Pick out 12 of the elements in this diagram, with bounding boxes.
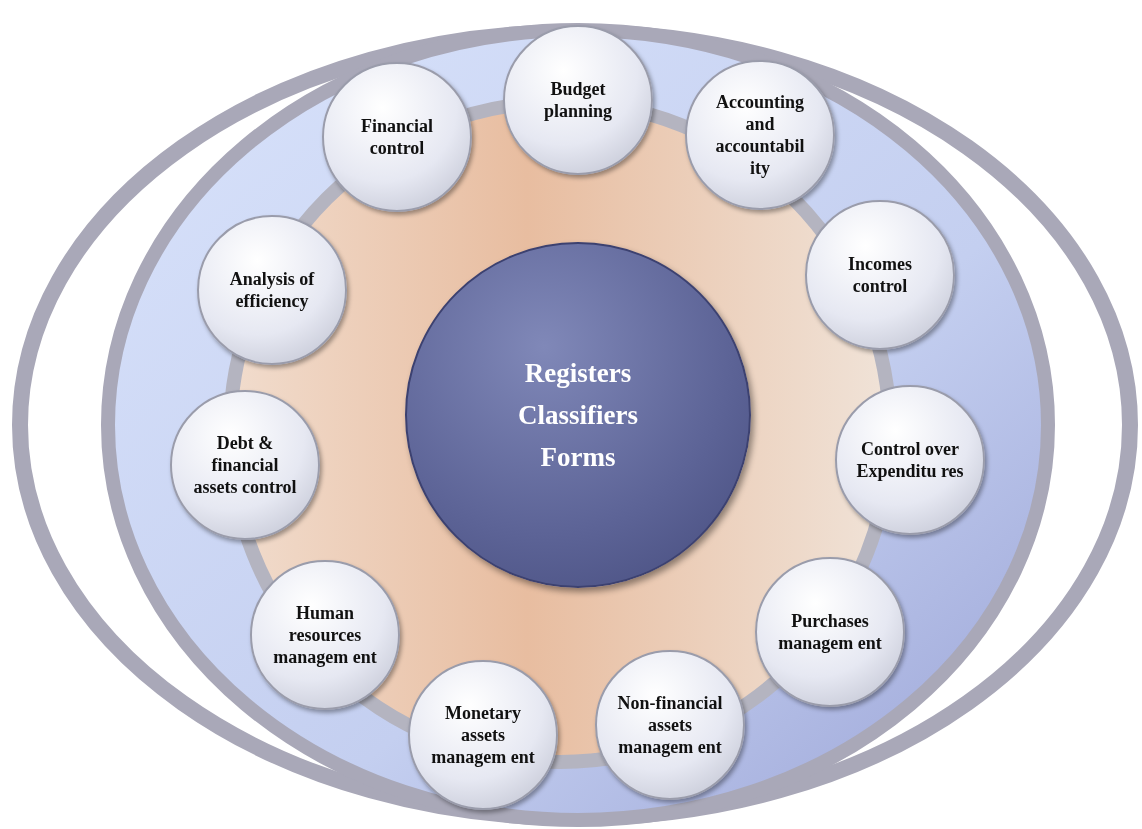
topic-label: Analysis of efficiency [228,268,316,312]
topic-label: Purchases managem ent [777,610,883,654]
center-label: Registers Classifiers Forms [517,357,639,474]
topic-label: Human resources managem ent [272,602,378,668]
topic-label: Debt & financial assets control [192,432,298,498]
topic-label: Financial control [360,115,434,159]
topic-label: Monetary assets managem ent [430,702,536,768]
topic-label: Accounting and accountabil ity [714,91,806,179]
topic-label: Budget planning [542,78,613,122]
topic-label: Control over Expenditu res [856,438,964,482]
topic-label: Non-financial assets managem ent [616,692,724,758]
topic-label: Incomes control [847,253,913,297]
